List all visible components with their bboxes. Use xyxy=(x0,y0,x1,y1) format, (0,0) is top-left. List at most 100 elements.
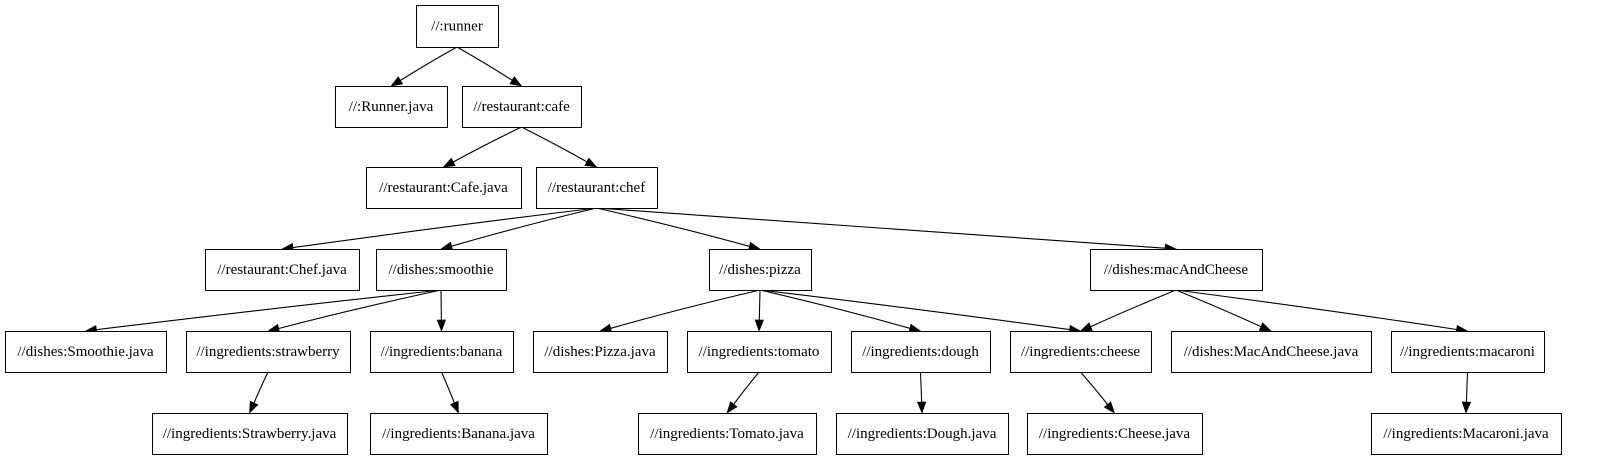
node-box[interactable] xyxy=(152,413,348,455)
arrowhead-icon xyxy=(449,400,459,414)
graph-node-runner[interactable]: //:runner xyxy=(416,5,499,48)
graph-node-pizza[interactable]: //dishes:pizza xyxy=(709,249,812,291)
node-label: //ingredients:Strawberry.java xyxy=(163,426,337,442)
edge-tomato-to-tomato_java xyxy=(726,371,760,414)
edge-chef-to-pizza xyxy=(596,207,761,251)
graph-node-cheese_java[interactable]: //ingredients:Cheese.java xyxy=(1027,413,1203,455)
node-label: //restaurant:Chef.java xyxy=(217,262,347,278)
nodes-layer: //:runner //:Runner.java //restaurant:cafe… xyxy=(5,5,1562,455)
graph-node-chef[interactable]: //restaurant:chef xyxy=(536,167,658,209)
node-box[interactable] xyxy=(836,413,1009,455)
node-box[interactable] xyxy=(1371,413,1562,455)
edge-line xyxy=(521,126,588,163)
graph-node-macaroni[interactable]: //ingredients:macaroni xyxy=(1391,331,1545,373)
node-label: //ingredients:Macaroni.java xyxy=(1383,426,1549,442)
edge-line xyxy=(453,126,522,163)
node-box[interactable] xyxy=(416,5,499,48)
graph-node-pizza_java[interactable]: //dishes:Pizza.java xyxy=(533,331,668,373)
edge-line xyxy=(758,289,761,321)
node-label: //dishes:MacAndCheese.java xyxy=(1184,344,1359,360)
edge-line xyxy=(253,371,269,404)
node-label: //:Runner.java xyxy=(349,99,434,115)
node-box[interactable] xyxy=(376,249,507,291)
arrowhead-icon xyxy=(1103,401,1116,414)
node-label: //ingredients:Tomato.java xyxy=(650,426,804,442)
graph-node-macandcheese_java[interactable]: //dishes:MacAndCheese.java xyxy=(1171,331,1372,373)
edge-banana-to-banana_java xyxy=(440,371,459,414)
node-box[interactable] xyxy=(1171,331,1372,373)
edge-macandcheese-to-macaroni xyxy=(1175,289,1469,334)
node-label: //ingredients:Cheese.java xyxy=(1039,426,1191,442)
edge-line xyxy=(451,207,597,247)
graph-node-runner_java[interactable]: //:Runner.java xyxy=(335,86,448,128)
node-label: //ingredients:Dough.java xyxy=(848,426,997,442)
edge-line xyxy=(456,46,513,81)
node-box[interactable] xyxy=(1010,331,1152,373)
node-label: //ingredients:tomato xyxy=(699,344,820,360)
arrowhead-icon xyxy=(1258,322,1272,332)
graph-node-strawberry_java[interactable]: //ingredients:Strawberry.java xyxy=(152,413,348,455)
node-label: //dishes:macAndCheese xyxy=(1104,262,1248,278)
node-box[interactable] xyxy=(1027,413,1203,455)
node-label: //ingredients:strawberry xyxy=(196,344,340,360)
graph-node-cafe_java[interactable]: //restaurant:Cafe.java xyxy=(366,167,522,209)
node-box[interactable] xyxy=(370,413,548,455)
node-label: //restaurant:cafe xyxy=(473,99,570,115)
graph-node-smoothie[interactable]: //dishes:smoothie xyxy=(376,249,507,291)
edge-line xyxy=(1080,371,1108,405)
graph-node-tomato[interactable]: //ingredients:tomato xyxy=(687,331,832,373)
node-box[interactable] xyxy=(533,331,668,373)
edge-smoothie-to-banana xyxy=(436,289,447,332)
graph-node-banana_java[interactable]: //ingredients:Banana.java xyxy=(370,413,548,455)
node-label: //dishes:Pizza.java xyxy=(544,344,656,360)
graph-node-tomato_java[interactable]: //ingredients:Tomato.java xyxy=(638,413,817,455)
node-label: //restaurant:chef xyxy=(548,180,645,196)
edge-smoothie-to-smoothie_java xyxy=(84,289,442,335)
edge-line xyxy=(96,289,442,331)
graph-node-smoothie_java[interactable]: //dishes:Smoothie.java xyxy=(5,331,167,373)
node-box[interactable] xyxy=(536,167,658,209)
node-box[interactable] xyxy=(335,86,448,128)
edge-line xyxy=(759,289,910,329)
node-box[interactable] xyxy=(1090,249,1263,291)
arrowhead-icon xyxy=(1461,401,1472,414)
graph-node-strawberry[interactable]: //ingredients:strawberry xyxy=(186,331,351,373)
node-label: //dishes:smoothie xyxy=(389,262,494,278)
node-box[interactable] xyxy=(205,249,360,291)
graph-node-chef_java[interactable]: //restaurant:Chef.java xyxy=(205,249,360,291)
node-box[interactable] xyxy=(186,331,351,373)
graph-node-macaroni_java[interactable]: //ingredients:Macaroni.java xyxy=(1371,413,1562,455)
graph-node-banana[interactable]: //ingredients:banana xyxy=(370,331,514,373)
arrowhead-icon xyxy=(249,400,259,414)
edge-line xyxy=(278,289,442,330)
edge-line xyxy=(1175,289,1457,331)
edge-smoothie-to-strawberry xyxy=(267,289,442,333)
graph-node-cheese[interactable]: //ingredients:cheese xyxy=(1010,331,1152,373)
graph-node-dough[interactable]: //ingredients:dough xyxy=(851,331,991,373)
edge-line xyxy=(1175,289,1262,328)
node-box[interactable] xyxy=(709,249,812,291)
graph-node-cafe[interactable]: //restaurant:cafe xyxy=(462,86,582,128)
node-box[interactable] xyxy=(687,331,832,373)
graph-node-dough_java[interactable]: //ingredients:Dough.java xyxy=(836,413,1009,455)
node-box[interactable] xyxy=(851,331,991,373)
edge-pizza-to-cheese xyxy=(759,289,1082,335)
edge-line xyxy=(596,207,750,247)
edge-strawberry-to-strawberry_java xyxy=(249,371,269,414)
edge-chef-to-smoothie xyxy=(440,207,597,251)
edge-line xyxy=(610,289,761,329)
node-box[interactable] xyxy=(370,331,514,373)
edge-runner-to-cafe xyxy=(456,46,523,87)
node-box[interactable] xyxy=(5,331,167,373)
graph-node-macandcheese[interactable]: //dishes:macAndCheese xyxy=(1090,249,1263,291)
arrowhead-icon xyxy=(726,401,738,414)
node-box[interactable] xyxy=(1391,331,1545,373)
node-box[interactable] xyxy=(462,86,582,128)
node-box[interactable] xyxy=(638,413,817,455)
edge-runner-to-runner_java xyxy=(390,46,458,87)
node-label: //ingredients:Banana.java xyxy=(382,426,535,442)
node-box[interactable] xyxy=(366,167,522,209)
node-label: //dishes:pizza xyxy=(719,262,801,278)
